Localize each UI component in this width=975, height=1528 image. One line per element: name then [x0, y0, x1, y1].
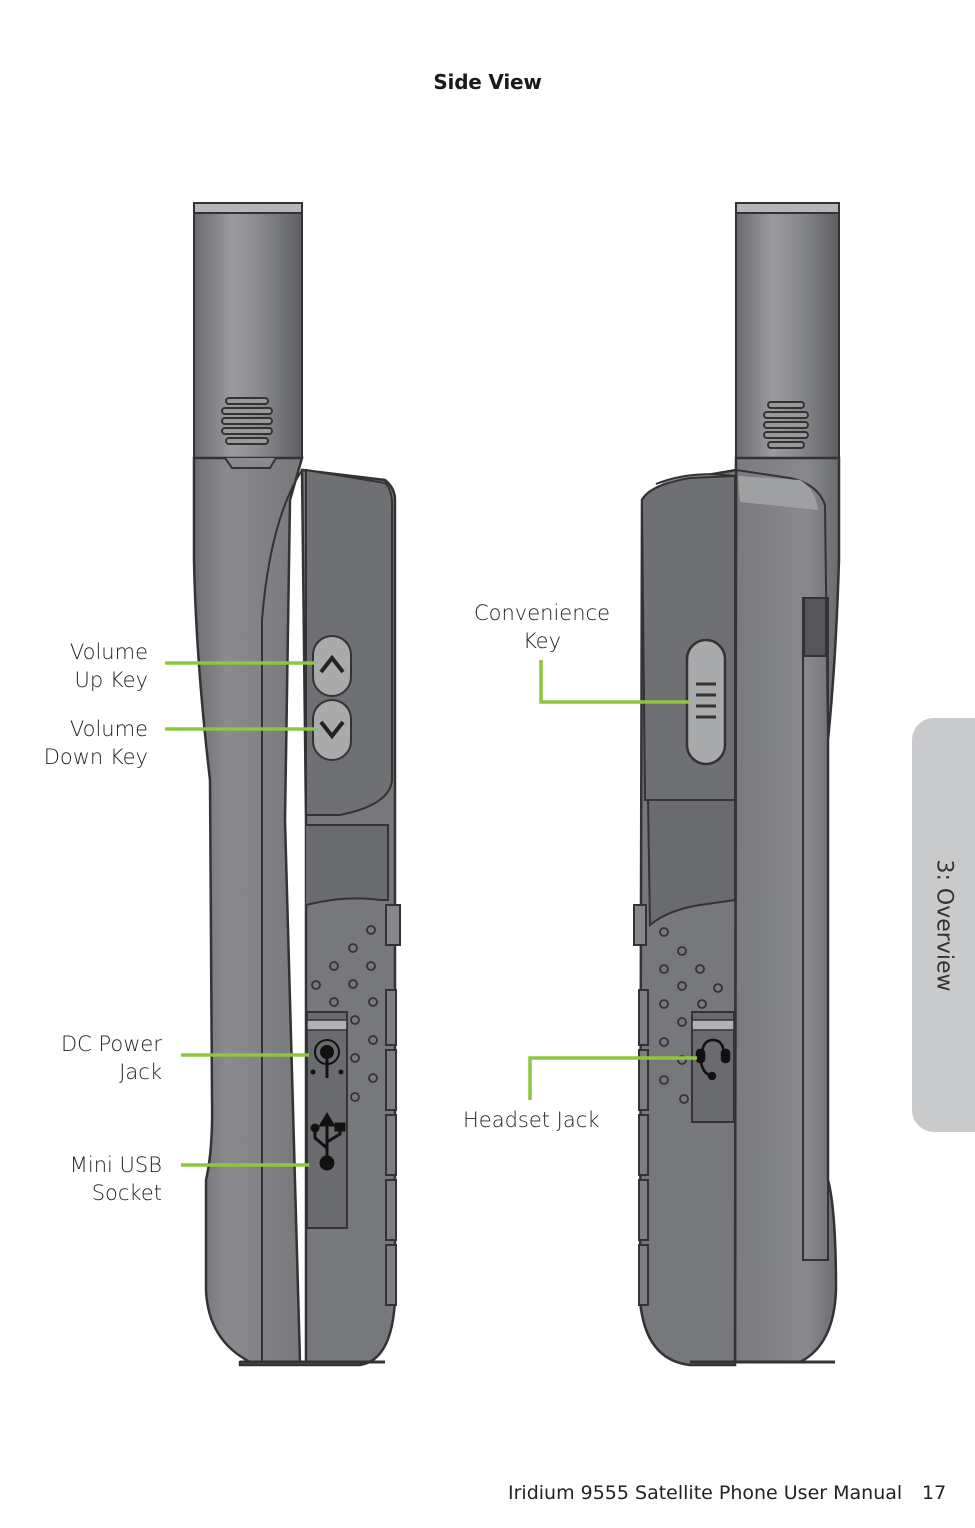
left-phone	[192, 202, 401, 1367]
convenience-key-label: Convenience Key	[473, 601, 610, 653]
mini-usb-label: Mini USB Socket	[69, 1153, 162, 1205]
convenience-key	[685, 638, 727, 766]
headset-leader	[528, 1056, 697, 1100]
volume-down-key	[312, 699, 352, 761]
dc-power-jack-icon	[310, 1039, 344, 1078]
usb-icon	[310, 1112, 346, 1171]
convenience-leader	[539, 660, 689, 704]
dc-power-label: DC Power Jack	[60, 1032, 162, 1084]
leader-lines	[165, 660, 697, 1167]
page-number: 17	[922, 1482, 947, 1504]
volume-up-key	[312, 635, 352, 697]
volume-up-label: Volume Up Key	[69, 640, 148, 692]
volume-down-label: Volume Down Key	[43, 717, 148, 769]
antenna-left	[193, 202, 303, 459]
headset-icon	[695, 1038, 731, 1081]
footer-manual-title: Iridium 9555 Satellite Phone User Manual	[508, 1482, 903, 1504]
section-tab[interactable]: 3: Overview	[912, 718, 975, 1132]
page-title: Side View	[433, 70, 542, 94]
headset-jack-label: Headset Jack	[463, 1108, 600, 1132]
right-phone	[633, 202, 841, 1367]
section-tab-label: 3: Overview	[931, 859, 957, 991]
antenna-right	[735, 202, 840, 459]
